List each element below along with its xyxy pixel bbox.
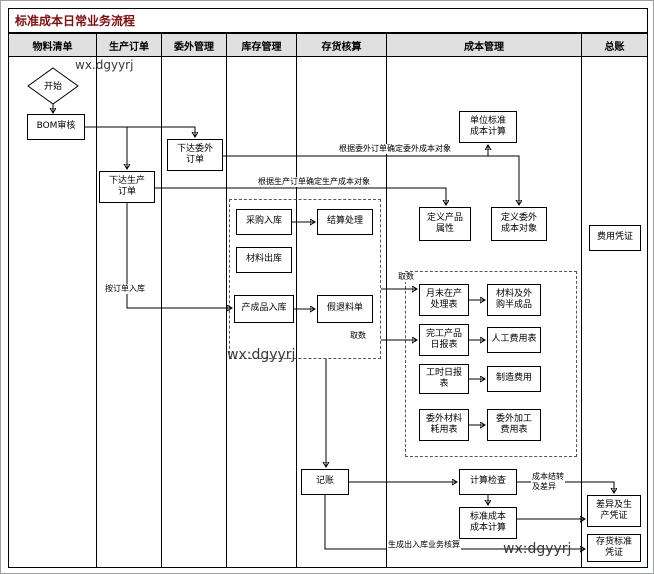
edge-label-fetch-data-top: 取数 bbox=[397, 272, 415, 282]
node-finished-product-daily-report: 完工产品 日报表 bbox=[419, 324, 469, 356]
node-month-end-wip-report: 月末在产 处理表 bbox=[419, 284, 469, 316]
watermark-text: wx.dgyyrj bbox=[75, 58, 134, 72]
edge-label-by-outsourcing-order: 根据委外订单确定委外成本对象 bbox=[338, 144, 452, 154]
page-title: 标准成本日常业务流程 bbox=[8, 8, 648, 33]
node-bom-audit: BOM审核 bbox=[27, 114, 85, 140]
lane-divider bbox=[226, 57, 227, 567]
node-define-outsourcing-cost-object: 定义委外 成本对象 bbox=[491, 207, 547, 241]
node-define-product-attributes: 定义产品 属性 bbox=[419, 207, 471, 241]
lane-divider bbox=[386, 57, 387, 567]
lane-divider bbox=[581, 57, 582, 567]
node-calculation-check: 计算检查 bbox=[459, 469, 517, 495]
edge-order-to-finished-inbound bbox=[126, 203, 232, 308]
node-start-label: 开始 bbox=[44, 80, 62, 92]
group-inventory-transactions bbox=[229, 199, 381, 359]
edge-label-fetch-data-bottom: 取数 bbox=[349, 331, 367, 341]
group-cost-reports bbox=[405, 271, 577, 457]
node-outsourcing-material-report: 委外材料 耗用表 bbox=[419, 409, 469, 441]
node-finished-goods-inbound: 产成品入库 bbox=[234, 295, 294, 323]
node-inventory-standard-voucher: 存货标准 凭证 bbox=[587, 534, 641, 562]
node-bookkeeping: 记账 bbox=[301, 469, 349, 495]
lane-header-inventory-accounting: 存货核算 bbox=[296, 33, 387, 57]
node-work-hours-daily-report: 工时日报 表 bbox=[419, 364, 469, 394]
node-settlement-processing: 结算处理 bbox=[317, 209, 373, 235]
lane-header-production-order: 生产订单 bbox=[96, 33, 162, 57]
node-material-semi-report: 材料及外 购半成品 bbox=[487, 284, 541, 316]
lane-header-bom: 物料清单 bbox=[8, 33, 97, 57]
start-shape bbox=[27, 67, 79, 105]
lane-header-cost-management: 成本管理 bbox=[386, 33, 582, 57]
lane-divider bbox=[296, 57, 297, 567]
edge-label-by-production-order: 根据生产订单确定生产成本对象 bbox=[257, 177, 371, 187]
node-outsourcing-processing-report: 委外加工 费用表 bbox=[487, 409, 541, 441]
watermark-text: wx:dgyyrj bbox=[227, 347, 296, 363]
edge-outsourcing-order-to-cost-object bbox=[223, 155, 519, 205]
lane-header-general-ledger: 总账 bbox=[581, 33, 648, 57]
node-pseudo-return-slip: 假退料单 bbox=[317, 295, 373, 323]
lane-header-inventory: 库存管理 bbox=[226, 33, 297, 57]
lane-divider bbox=[96, 57, 97, 567]
node-issue-production-order: 下达生产 订单 bbox=[99, 171, 155, 203]
node-purchase-inbound: 采购入库 bbox=[236, 209, 292, 235]
node-unit-standard-cost-calc: 单位标准 成本计算 bbox=[459, 111, 517, 143]
edge-label-cost-carryover: 成本结转 及差异 bbox=[531, 472, 565, 492]
edge-bom-to-outsourcing-order bbox=[85, 126, 195, 137]
edge-label-generate-inout: 生成出入库业务核算 bbox=[387, 540, 461, 550]
node-variance-production-voucher: 差异及生 产凭证 bbox=[587, 495, 641, 527]
node-material-outbound: 材料出库 bbox=[236, 247, 292, 273]
node-standard-cost-calculation: 标准成本 成本计算 bbox=[459, 507, 517, 539]
edge-label-inbound-by-order: 按订单入库 bbox=[104, 284, 146, 294]
node-manufacturing-overhead-report: 制造费用 bbox=[487, 366, 541, 392]
node-issue-outsourcing-order: 下达委外 订单 bbox=[167, 139, 223, 171]
lane-divider bbox=[161, 57, 162, 567]
edge-production-order-to-product-attr bbox=[155, 187, 446, 205]
node-labor-cost-report: 人工费用表 bbox=[487, 327, 541, 353]
node-expense-voucher: 费用凭证 bbox=[589, 225, 641, 251]
watermark-text: wx:dgyyrj bbox=[503, 541, 572, 557]
edge-bookkeeping-to-inventory-voucher bbox=[324, 495, 585, 549]
